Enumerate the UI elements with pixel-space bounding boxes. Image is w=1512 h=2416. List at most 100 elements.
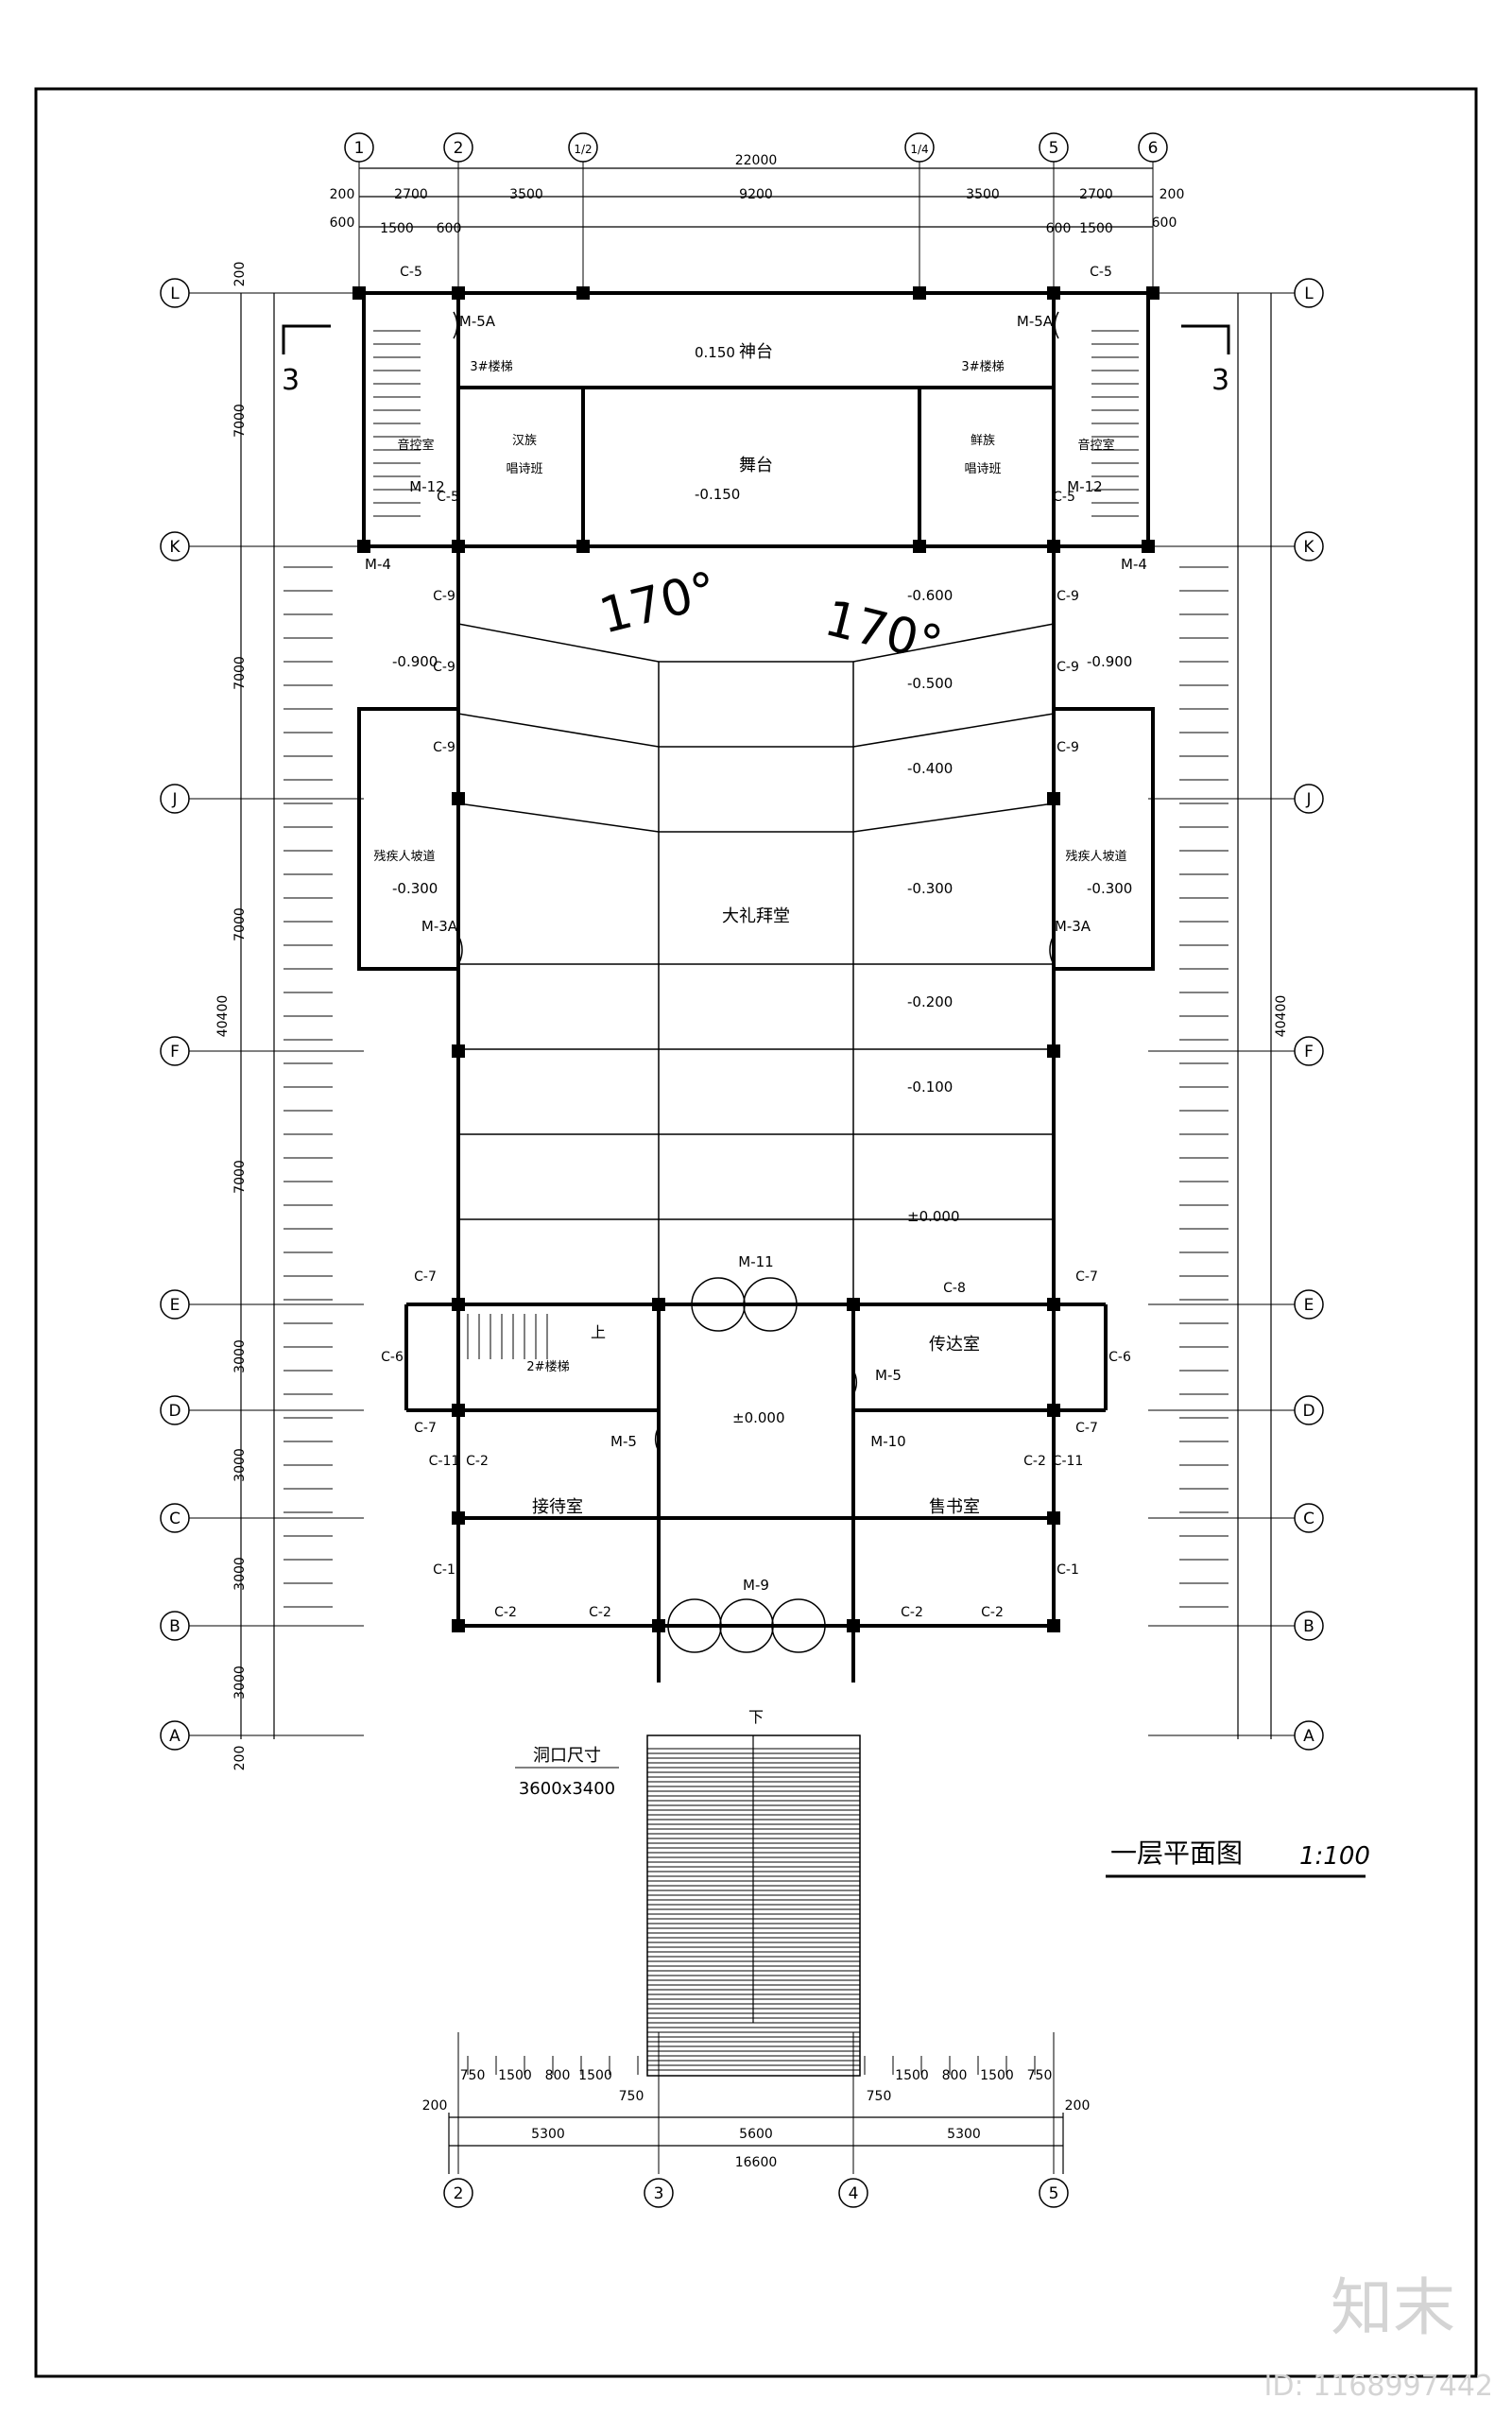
column: [1047, 1044, 1060, 1058]
axis-bubble: [1294, 1720, 1324, 1751]
column: [452, 1511, 465, 1525]
elevation-label: -0.900: [392, 653, 438, 670]
door-label: M-3A: [1055, 918, 1091, 935]
axis-bubble: [1294, 784, 1324, 814]
door-label: M-3A: [421, 918, 458, 935]
axis-bubble: [160, 1720, 190, 1751]
axis-bubble: [838, 2178, 868, 2208]
room-label: 传达室: [929, 1335, 980, 1355]
axis-bubble-label: 6: [1148, 139, 1159, 158]
dim-top-sub: 1500: [1079, 221, 1113, 236]
window-label: C-1: [433, 1562, 455, 1578]
room-label: 2#楼梯: [526, 1360, 569, 1374]
axis-bubble: [160, 1503, 190, 1533]
drawing-title: 一层平面图: [1110, 1838, 1243, 1869]
axis-bubble-label: 4: [849, 2184, 859, 2203]
dim-bottom-sub: 1500: [895, 2068, 929, 2083]
dim-side-seg: 3000: [232, 1339, 248, 1373]
axis-bubble-label: 1/4: [910, 143, 928, 156]
axis-bubble: [160, 1611, 190, 1641]
dim-bottom-seg: 5300: [947, 2127, 981, 2142]
axis-bubble: [1294, 1036, 1324, 1066]
axis-bubble-label: K: [1303, 538, 1314, 557]
window-label: C-2: [1023, 1454, 1046, 1469]
dim-bottom-total: 16600: [735, 2155, 778, 2170]
dim-top-sub: 1500: [380, 221, 414, 236]
column: [1047, 1404, 1060, 1417]
axis-bubble: [1039, 132, 1069, 163]
dim-bottom-sub: 800: [545, 2068, 571, 2083]
axis-bubble: [1294, 1289, 1324, 1320]
window-labels: C-5 C-5 C-5 C-5 C-9 C-9 C-9 C-9 C-9 C-9 …: [381, 265, 1131, 1620]
axis-grid-lines: [189, 159, 1323, 2174]
column: [1047, 1619, 1060, 1632]
axis-bubble-label: C: [1303, 1510, 1314, 1528]
elevation-label: -0.300: [907, 880, 953, 897]
room-label: 汉族: [512, 433, 537, 448]
window-label: C-9: [433, 589, 455, 604]
section-mark-left: 3: [282, 364, 300, 397]
axis-bubble-label: B: [169, 1617, 180, 1636]
column: [913, 286, 926, 300]
axis-bubble: [160, 784, 190, 814]
column: [847, 1619, 860, 1632]
dim-side-seg: 3000: [232, 1448, 248, 1482]
axis-bubble: [1294, 278, 1324, 308]
column: [1047, 1511, 1060, 1525]
stair-up-label: 上: [591, 1323, 606, 1341]
column: [576, 286, 590, 300]
window-label: C-8: [943, 1281, 966, 1296]
dim-side-total: 40400: [1274, 995, 1289, 1038]
window-label: C-7: [1075, 1421, 1098, 1436]
dim-bottom-sub: 800: [942, 2068, 968, 2083]
column: [452, 286, 465, 300]
room-label: 残疾人坡道: [373, 850, 435, 864]
column: [1146, 286, 1160, 300]
axis-bubble: [1294, 1611, 1324, 1641]
axis-bubble: [644, 2178, 674, 2208]
axis-bubble: [160, 1289, 190, 1320]
elevation-label: -0.100: [907, 1079, 953, 1096]
column: [652, 1619, 665, 1632]
column: [452, 1298, 465, 1311]
axis-bubble-label: 5: [1049, 2184, 1059, 2203]
axis-bubble-label: 2: [454, 139, 464, 158]
dim-side-seg: 200: [232, 262, 248, 287]
axis-bubble: [1039, 2178, 1069, 2208]
elevation-label: -0.200: [907, 993, 953, 1010]
axis-bubble-label: K: [169, 538, 180, 557]
door-labels: M-11 M-9 M-5 M-5 M-10 M-3A M-3A M-5A M-5…: [365, 313, 1147, 1594]
axis-bubble-label: C: [169, 1510, 180, 1528]
column: [1047, 286, 1060, 300]
room-label: 鲜族: [971, 433, 995, 448]
dim-top-seg: 2700: [394, 187, 428, 202]
seating-tiers: [457, 623, 1055, 1304]
column: [1142, 540, 1155, 553]
column: [913, 540, 926, 553]
column: [452, 540, 465, 553]
elevation-label: ±0.000: [732, 1409, 785, 1426]
drawing-scale: 1:100: [1299, 1842, 1370, 1871]
door-label: M-4: [1121, 556, 1147, 573]
window-label: C-7: [414, 1421, 437, 1436]
dim-top-sub: 600: [1046, 221, 1072, 236]
dim-bottom-sub: 1500: [980, 2068, 1014, 2083]
dim-side-seg: 7000: [232, 1160, 248, 1194]
axis-bubble: [160, 278, 190, 308]
column: [652, 1298, 665, 1311]
axis-bubble-label: F: [1304, 1043, 1314, 1061]
drawing-frame: [34, 87, 1478, 2378]
door-label: M-12: [409, 478, 444, 495]
window-label: C-7: [1075, 1269, 1098, 1285]
axis-bubble: [1294, 1395, 1324, 1425]
room-label: 音控室: [1077, 438, 1114, 453]
elevation-label: 0.150: [695, 344, 735, 361]
angle-label-left: 170°: [594, 561, 723, 646]
door-label: M-9: [743, 1577, 769, 1594]
axis-bubble-label: 2: [454, 2184, 464, 2203]
elevation-label: -0.900: [1087, 653, 1132, 670]
dim-bottom-seg: 200: [1065, 2098, 1091, 2114]
opening-label: 洞口尺寸: [533, 1746, 601, 1766]
